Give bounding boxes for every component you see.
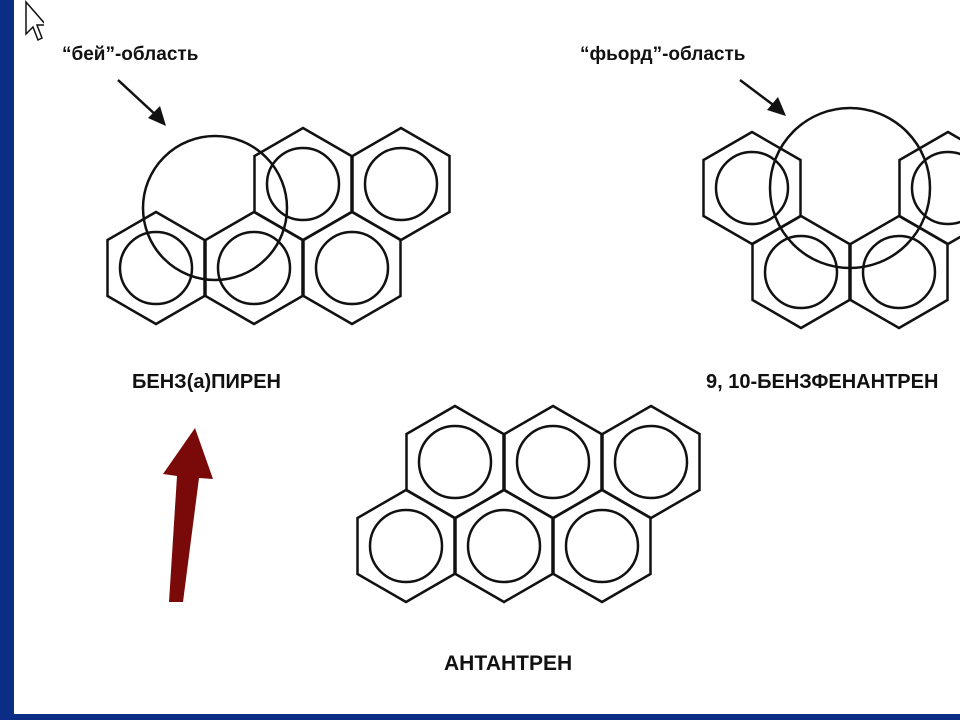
- benzene-ring: [751, 214, 851, 330]
- benzene-ring: [552, 488, 652, 604]
- benzene-ring: [351, 126, 451, 242]
- aromatic-circle: [714, 150, 790, 226]
- aromatic-circle: [515, 424, 591, 500]
- benzene-ring: [503, 404, 603, 520]
- bay-region-label: “бей”-область: [62, 44, 198, 65]
- red-pointer-arrow: [163, 428, 213, 602]
- benzene-ring: [106, 210, 206, 326]
- benzopyrene-structure: [106, 126, 451, 326]
- benzene-ring: [253, 126, 353, 242]
- benzene-ring: [849, 214, 949, 330]
- benzopyrene-label: БЕНЗ(а)ПИРЕН: [132, 371, 281, 393]
- aromatic-circle: [861, 234, 937, 310]
- aromatic-circle: [417, 424, 493, 500]
- diagram-canvas: “бей”-область “фьорд”-область БЕНЗ(а)ПИР…: [62, 44, 960, 675]
- slide: “бей”-область “фьорд”-область БЕНЗ(а)ПИР…: [14, 0, 960, 714]
- aromatic-circle: [368, 508, 444, 584]
- fjord-region-callout-arrow: [739, 79, 786, 116]
- bay-region-callout-arrow: [117, 79, 166, 126]
- mouse-pointer-icon: [25, 0, 44, 42]
- aromatic-circle: [910, 150, 960, 226]
- anthanthrene-structure: [356, 404, 701, 604]
- aromatic-circle: [763, 234, 839, 310]
- benzene-ring: [356, 488, 456, 604]
- anthanthrene-label: АНТАНТРЕН: [444, 652, 572, 675]
- aromatic-circle: [466, 508, 542, 584]
- fjord-region-label: “фьорд”-область: [580, 44, 746, 65]
- aromatic-circle: [314, 230, 390, 306]
- benzene-ring: [702, 130, 802, 246]
- benzene-ring: [601, 404, 701, 520]
- aromatic-circle: [564, 508, 640, 584]
- benzene-ring: [302, 210, 402, 326]
- aromatic-circle: [363, 146, 439, 222]
- benzene-ring: [898, 130, 960, 246]
- benzophenanthrene-structure: [702, 106, 960, 330]
- benzophenanthrene-label: 9, 10-БЕНЗФЕНАНТРЕН: [706, 371, 938, 393]
- bay-region-circle: [141, 134, 289, 282]
- aromatic-circle: [118, 230, 194, 306]
- fjord-region-circle: [768, 106, 932, 270]
- benzene-ring: [454, 488, 554, 604]
- benzene-ring: [405, 404, 505, 520]
- aromatic-circle: [216, 230, 292, 306]
- aromatic-circle: [265, 146, 341, 222]
- aromatic-circle: [613, 424, 689, 500]
